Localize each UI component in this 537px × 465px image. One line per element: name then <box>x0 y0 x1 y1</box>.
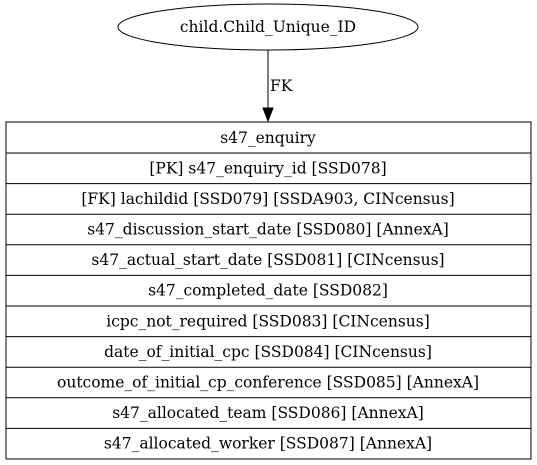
arrowhead-icon <box>262 107 274 123</box>
table-row: s47_completed_date [SSD082] <box>148 282 388 300</box>
table-row: [PK] s47_enquiry_id [SSD078] <box>149 159 386 177</box>
table-row: date_of_initial_cpc [SSD084] [CINcensus] <box>104 343 432 361</box>
table-row: icpc_not_required [SSD083] [CINcensus] <box>106 312 430 330</box>
table-border <box>5 121 532 460</box>
table-row: s47_allocated_worker [SSD087] [AnnexA] <box>104 435 432 453</box>
table-row: [FK] lachildid [SSD079] [SSDA903, CINcen… <box>81 190 454 208</box>
table-row: s47_allocated_team [SSD086] [AnnexA] <box>112 404 424 422</box>
edge-label: FK <box>270 77 293 95</box>
source-node[interactable]: child.Child_Unique_ID <box>117 3 419 51</box>
table-title: s47_enquiry <box>220 129 316 147</box>
table-rows: [PK] s47_enquiry_id [SSD078] [FK] lachild… <box>6 152 531 453</box>
table-node[interactable]: s47_enquiry [PK] s47_enquiry_id [SSD078]… <box>5 121 532 460</box>
fk-edge: FK <box>262 50 293 123</box>
source-node-label: child.Child_Unique_ID <box>180 18 356 36</box>
table-row: s47_actual_start_date [SSD081] [CINcensu… <box>91 251 444 269</box>
table-row: outcome_of_initial_cp_conference [SSD085… <box>57 374 479 392</box>
table-row: s47_discussion_start_date [SSD080] [Anne… <box>87 221 449 239</box>
